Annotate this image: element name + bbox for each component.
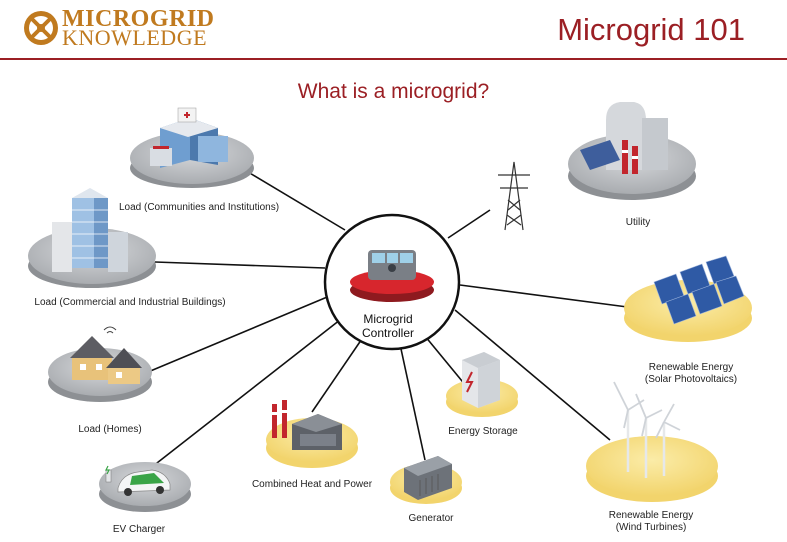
label-chp: Combined Heat and Power [251, 479, 373, 490]
load-homes-node-icon [48, 326, 152, 402]
load-commercial-node-icon [28, 188, 156, 288]
label-generator: Generator [408, 513, 454, 524]
label-utility: Utility [625, 217, 651, 228]
logo-line1: MICROGRID [62, 6, 215, 32]
label-solar-line2: (Solar Photovoltaics) [644, 374, 738, 385]
load-communities-node-icon [130, 107, 254, 188]
label-ev-charger: EV Charger [112, 524, 166, 535]
label-load-homes: Load (Homes) [78, 424, 142, 435]
diagram-subtitle: What is a microgrid? [297, 80, 490, 103]
ev-charger-node-icon [99, 462, 191, 512]
energy-storage-node-icon [446, 352, 518, 417]
label-wind-line1: Renewable Energy [608, 510, 694, 521]
label-load-communities: Load (Communities and Institutions) [118, 202, 280, 213]
logo-line2: KNOWLEDGE [62, 25, 208, 50]
chp-node-icon [266, 400, 358, 468]
utility-node-icon [568, 102, 696, 200]
label-solar: Renewable Energy (Solar Photovoltaics) [645, 362, 737, 386]
label-wind: Renewable Energy (Wind Turbines) [609, 510, 694, 534]
solar-node-icon [624, 255, 752, 342]
wind-node-icon [586, 381, 718, 502]
label-energy-storage: Energy Storage [448, 426, 518, 437]
controller-label-line2: Controller [361, 326, 415, 340]
controller-label: Microgrid Controller [362, 312, 414, 340]
header-divider [0, 58, 787, 60]
logo-emblem-icon [24, 11, 58, 45]
label-solar-line1: Renewable Energy [648, 362, 734, 373]
label-load-commercial: Load (Commercial and Industrial Building… [34, 297, 226, 308]
page-title: Microgrid 101 [557, 12, 745, 47]
label-wind-line2: (Wind Turbines) [615, 522, 687, 533]
connection-lines [147, 171, 636, 471]
generator-node-icon [390, 456, 462, 504]
controller-label-line1: Microgrid [363, 312, 413, 326]
controller-node-icon [323, 213, 461, 351]
transmission-tower-icon [498, 161, 530, 231]
